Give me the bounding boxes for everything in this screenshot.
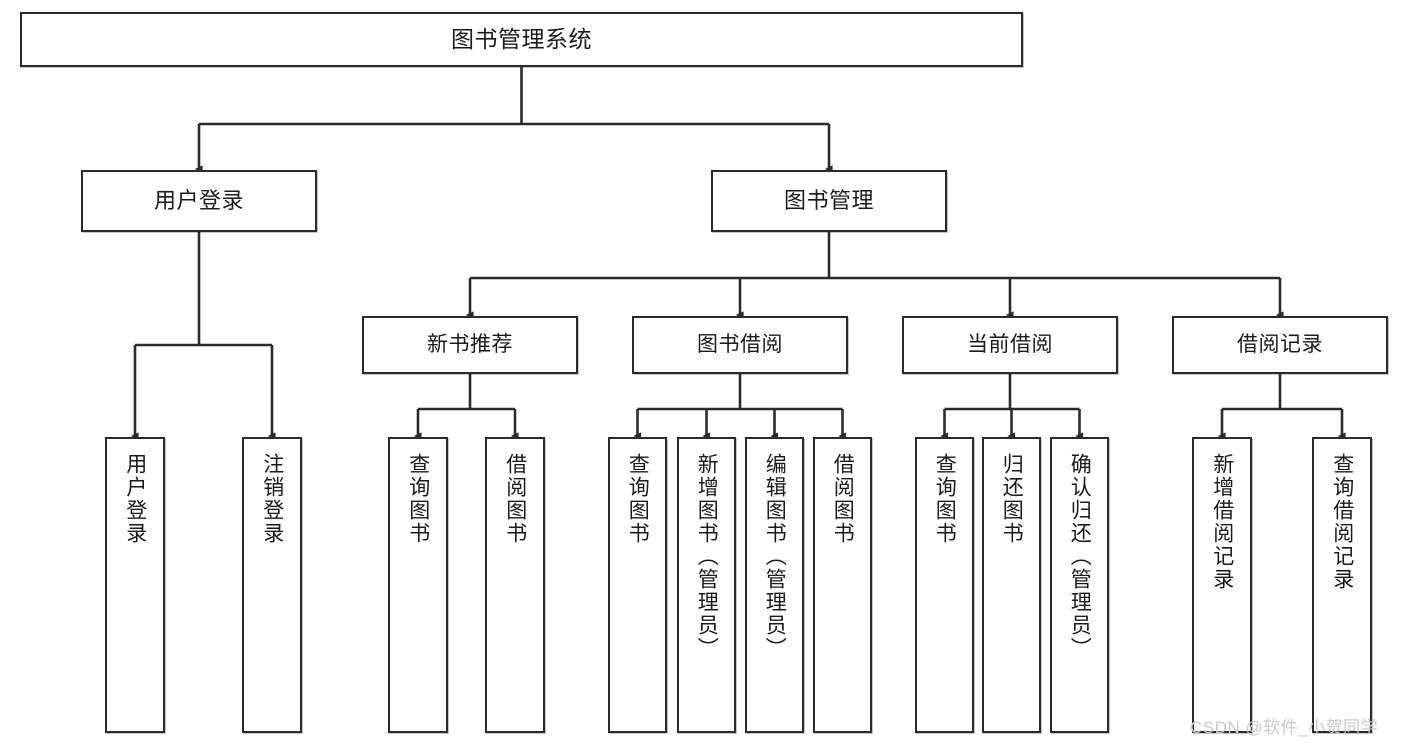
leaf-query-book-2-label: 查询图书 bbox=[626, 453, 650, 545]
leaf-borrow-book-1[interactable]: 借阅图书 bbox=[485, 437, 545, 733]
node-current-borrow-label: 当前借阅 bbox=[967, 332, 1053, 356]
leaf-borrow-book-2[interactable]: 借阅图书 bbox=[813, 437, 872, 733]
leaf-logout-label: 注销登录 bbox=[260, 453, 284, 545]
leaf-confirm-return[interactable]: 确认归还（管理员） bbox=[1050, 437, 1109, 733]
leaf-query-book-3-label: 查询图书 bbox=[933, 453, 957, 545]
leaf-query-book-3[interactable]: 查询图书 bbox=[915, 437, 974, 733]
node-borrow-record[interactable]: 借阅记录 bbox=[1172, 316, 1388, 374]
node-borrow-record-label: 借阅记录 bbox=[1237, 332, 1323, 356]
leaf-borrow-book-1-label: 借阅图书 bbox=[503, 453, 527, 545]
leaf-logout[interactable]: 注销登录 bbox=[242, 437, 302, 733]
leaf-confirm-return-label: 确认归还（管理员） bbox=[1068, 453, 1092, 660]
leaf-add-record[interactable]: 新增借阅记录 bbox=[1192, 437, 1252, 733]
node-root-label: 图书管理系统 bbox=[451, 26, 592, 53]
leaf-query-record-label: 查询借阅记录 bbox=[1330, 453, 1354, 591]
leaf-add-record-label: 新增借阅记录 bbox=[1210, 453, 1234, 591]
leaf-return-book[interactable]: 归还图书 bbox=[982, 437, 1041, 733]
leaf-query-record[interactable]: 查询借阅记录 bbox=[1312, 437, 1372, 733]
leaf-add-book[interactable]: 新增图书（管理员） bbox=[677, 437, 736, 733]
leaf-return-book-label: 归还图书 bbox=[1000, 453, 1024, 545]
node-current-borrow[interactable]: 当前借阅 bbox=[902, 316, 1118, 374]
node-user-login[interactable]: 用户登录 bbox=[81, 170, 317, 232]
node-book-borrow-label: 图书借阅 bbox=[697, 332, 783, 356]
leaf-borrow-book-2-label: 借阅图书 bbox=[831, 453, 855, 545]
node-root[interactable]: 图书管理系统 bbox=[20, 12, 1023, 67]
edge-group bbox=[130, 67, 1346, 440]
leaf-edit-book[interactable]: 编辑图书（管理员） bbox=[745, 437, 804, 733]
leaf-query-book-2[interactable]: 查询图书 bbox=[608, 437, 667, 733]
leaf-query-book-1[interactable]: 查询图书 bbox=[388, 437, 448, 733]
node-book-borrow[interactable]: 图书借阅 bbox=[632, 316, 848, 374]
node-user-login-label: 用户登录 bbox=[153, 188, 244, 214]
node-new-book-recommend[interactable]: 新书推荐 bbox=[362, 316, 578, 374]
leaf-user-login-label: 用户登录 bbox=[123, 453, 147, 545]
leaf-add-book-label: 新增图书（管理员） bbox=[695, 453, 719, 660]
leaf-user-login[interactable]: 用户登录 bbox=[105, 437, 165, 733]
watermark: CSDN @软件_小贺同学 bbox=[1190, 718, 1379, 737]
leaf-edit-book-label: 编辑图书（管理员） bbox=[763, 453, 787, 660]
node-book-manage-label: 图书管理 bbox=[783, 188, 874, 214]
node-book-manage[interactable]: 图书管理 bbox=[711, 170, 947, 232]
leaf-query-book-1-label: 查询图书 bbox=[406, 453, 430, 545]
node-new-book-recommend-label: 新书推荐 bbox=[427, 332, 513, 356]
